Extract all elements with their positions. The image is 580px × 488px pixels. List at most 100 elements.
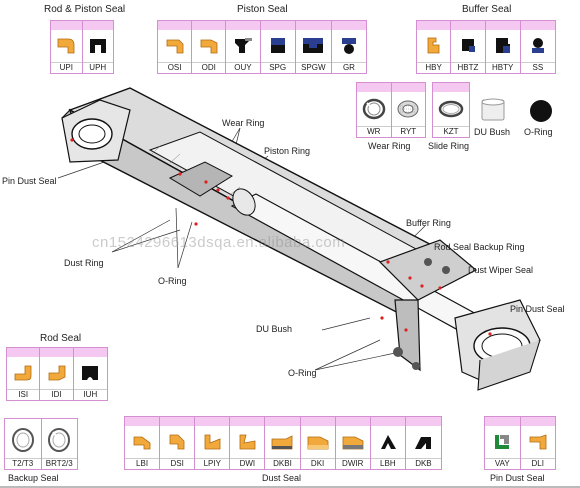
seal-item-uph[interactable]: UPH [82, 21, 113, 73]
seal-label: UPI [51, 62, 82, 73]
seal-label: OUY [226, 62, 260, 73]
dwi-seal-icon [239, 434, 256, 449]
seal-label: IDI [40, 389, 73, 400]
seal-label: BRT2/3 [41, 458, 77, 469]
spgw-seal-icon [303, 37, 324, 53]
upi-seal-icon [57, 38, 75, 53]
seal-label: VAY [485, 458, 520, 469]
seal-item-odi[interactable]: ODI [192, 21, 227, 73]
o-ring-label: O-Ring [524, 127, 553, 137]
seal-label: KZT [433, 126, 469, 137]
seal-label: DWIR [335, 458, 370, 469]
hbtz-seal-icon [461, 38, 475, 52]
seal-label: RYT [391, 126, 425, 137]
seal-item-dkb[interactable]: DKB [405, 417, 441, 469]
isi-seal-icon [14, 365, 32, 380]
du-bush-label: DU Bush [474, 127, 511, 137]
du-bush-icon [481, 98, 505, 121]
seal-item-brt23[interactable]: BRT2/3 [41, 419, 77, 469]
iuh-seal-icon [82, 365, 99, 380]
seal-item-hby[interactable]: HBY [417, 21, 452, 73]
seal-item-kzt[interactable]: KZT [433, 83, 469, 137]
seal-item-dwir[interactable]: DWIR [335, 417, 371, 469]
seal-item-spgw[interactable]: SPGW [295, 21, 332, 73]
seal-label: LBI [125, 458, 160, 469]
hbty-seal-icon [495, 37, 510, 53]
seal-item-t2t3[interactable]: T2/T3 [5, 419, 42, 469]
o-ring-icon [530, 100, 552, 122]
seal-label: DLI [520, 458, 555, 469]
lbh-seal-icon [380, 434, 396, 449]
backup-seal-box: T2/T3 BRT2/3 [4, 418, 78, 470]
seal-item-upi[interactable]: UPI [51, 21, 83, 73]
seal-item-idi[interactable]: IDI [40, 348, 74, 400]
hby-seal-icon [427, 37, 440, 53]
seal-item-lbi[interactable]: LBI [125, 417, 161, 469]
seal-item-dli[interactable]: DLI [520, 417, 555, 469]
seal-item-lbh[interactable]: LBH [370, 417, 406, 469]
callout-dust-wiper: Dust Wiper Seal [468, 265, 534, 275]
rod-seal-box: ISI IDI IUH [6, 347, 108, 401]
seal-label: DKI [300, 458, 335, 469]
dki-seal-icon [307, 436, 328, 449]
seal-item-isi[interactable]: ISI [7, 348, 41, 400]
seal-label: HBY [417, 62, 451, 73]
seal-label: T2/T3 [5, 458, 41, 469]
rod-piston-seal-box: UPI UPH [50, 20, 114, 74]
seal-item-ss[interactable]: SS [520, 21, 555, 73]
seal-item-ouy[interactable]: OUY [226, 21, 261, 73]
callout-wear-ring: Wear Ring [222, 118, 265, 128]
seal-label: GR [331, 62, 367, 73]
seal-item-vay[interactable]: VAY [485, 417, 521, 469]
seal-item-dkbi[interactable]: DKBI [265, 417, 301, 469]
spg-seal-icon [270, 37, 285, 53]
seal-item-wr[interactable]: WR [357, 83, 392, 137]
uph-seal-icon [89, 38, 106, 53]
seal-label: HBTZ [451, 62, 485, 73]
watermark-text: cn1524296613dsqa.en.alibaba.com [92, 234, 346, 251]
seal-item-gr[interactable]: GR [331, 21, 367, 73]
t2-t3-ring-icon [11, 427, 34, 452]
idi-seal-icon [48, 365, 65, 380]
pin-dust-seal-box: VAY DLI [484, 416, 556, 470]
seal-item-hbty[interactable]: HBTY [485, 21, 521, 73]
seal-label: SPG [260, 62, 295, 73]
seal-label: DWI [230, 458, 265, 469]
callout-rod-seal-backup: Rod Seal Backup Ring [434, 242, 525, 252]
dwir-seal-icon [342, 436, 364, 449]
seal-label: SPGW [295, 62, 331, 73]
lbi-seal-icon [133, 436, 151, 449]
seal-item-osi[interactable]: OSI [158, 21, 193, 73]
seal-item-dki[interactable]: DKI [300, 417, 336, 469]
gr-seal-icon [341, 37, 356, 54]
seal-label: UPH [82, 62, 113, 73]
seal-item-lpiy[interactable]: LPIY [195, 417, 231, 469]
callout-buffer-ring: Buffer Ring [406, 218, 451, 228]
callout-pin-dust-seal-left: Pin Dust Seal [2, 176, 57, 186]
vay-seal-icon [495, 434, 510, 449]
seal-item-dsi[interactable]: DSI [160, 417, 196, 469]
odi-seal-icon [200, 39, 218, 53]
seal-label: LPIY [195, 458, 230, 469]
seal-item-ryt[interactable]: RYT [391, 83, 425, 137]
brt2-3-ring-icon [48, 427, 71, 452]
slide-ring-box: KZT [432, 82, 470, 138]
callout-pin-dust-seal-right: Pin Dust Seal [510, 304, 565, 314]
callout-du-bush: DU Bush [256, 324, 293, 334]
seal-item-spg[interactable]: SPG [260, 21, 296, 73]
du-bush-icon-wrap[interactable] [479, 96, 509, 124]
seal-label: SS [520, 62, 555, 73]
seal-label: DKB [405, 458, 441, 469]
wr-ring-icon [362, 98, 385, 119]
seal-label: ISI [7, 389, 40, 400]
dust-seal-title: Dust Seal [262, 473, 302, 483]
seal-item-dwi[interactable]: DWI [230, 417, 266, 469]
seal-label: DSI [160, 458, 195, 469]
dust-seal-box: LBI DSI LPIY DWI DKBI DKI DWIR LBH DKB [124, 416, 442, 470]
o-ring-icon-wrap[interactable] [528, 98, 554, 124]
callout-dust-ring: Dust Ring [64, 258, 104, 268]
buffer-seal-title: Buffer Seal [462, 4, 512, 15]
seal-item-iuh[interactable]: IUH [73, 348, 107, 400]
seal-item-hbtz[interactable]: HBTZ [451, 21, 486, 73]
